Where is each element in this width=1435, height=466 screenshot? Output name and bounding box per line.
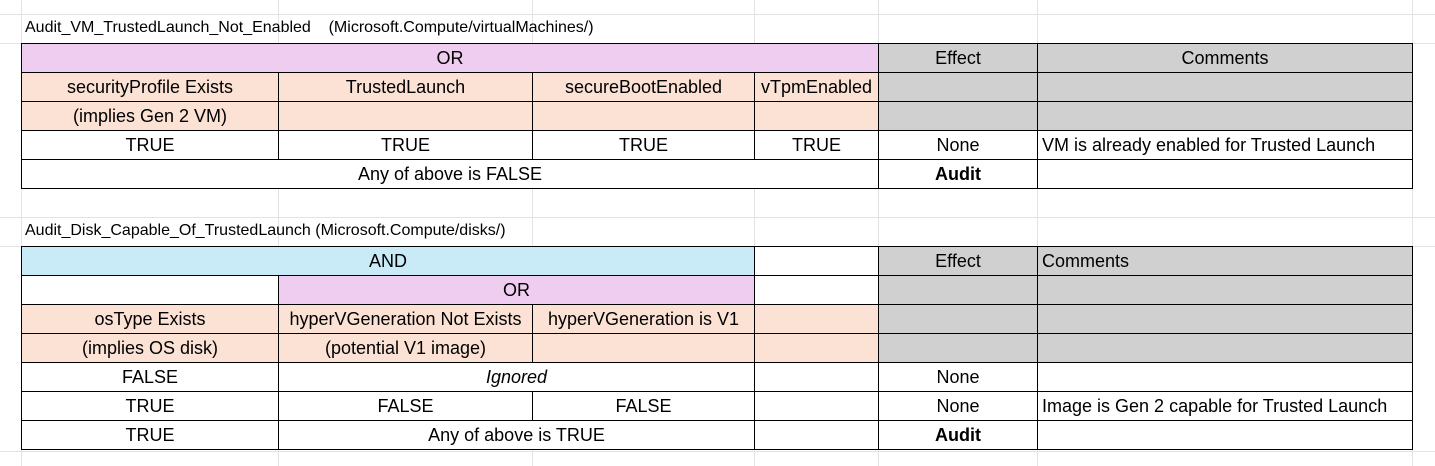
table1-r1-c2[interactable]: TRUE (279, 131, 533, 160)
table2-subcol-0[interactable]: (implies OS disk) (21, 334, 279, 363)
table2-blank-or-right[interactable] (755, 276, 879, 305)
table1-subcol-3[interactable] (755, 102, 879, 131)
table2-r2-effect[interactable]: None (879, 392, 1038, 421)
table2-r1-blank[interactable] (755, 363, 879, 392)
table1-subcol-0[interactable]: (implies Gen 2 VM) (21, 102, 279, 131)
table1-effect-blank-2[interactable] (879, 102, 1038, 131)
table2-r3-comment[interactable] (1038, 421, 1413, 450)
table1-title: Audit_VM_TrustedLaunch_Not_Enabled (Micr… (25, 19, 594, 36)
table2-comments-blank-1[interactable] (1038, 276, 1413, 305)
table2-subcol-1[interactable]: (potential V1 image) (279, 334, 533, 363)
table1-subcol-1[interactable] (279, 102, 533, 131)
table2-comments-blank-2[interactable] (1038, 305, 1413, 334)
table2-effect-blank-2[interactable] (879, 305, 1038, 334)
table1-r1-c4[interactable]: TRUE (755, 131, 879, 160)
table2-r3-merged[interactable]: Any of above is TRUE (279, 421, 755, 450)
table2-col-hyperv-not-exists[interactable]: hyperVGeneration Not Exists (279, 305, 533, 334)
table1-r2-effect[interactable]: Audit (879, 160, 1038, 189)
table2-effect-header[interactable]: Effect (879, 246, 1038, 276)
table2-title: Audit_Disk_Capable_Of_TrustedLaunch (Mic… (25, 222, 506, 239)
table2-r2-comment[interactable]: Image is Gen 2 capable for Trusted Launc… (1038, 392, 1413, 421)
table2-r3-first[interactable]: TRUE (21, 421, 279, 450)
table2-subcol-2[interactable] (533, 334, 755, 363)
table1-or-header[interactable]: OR (21, 43, 879, 73)
table1-col-security-profile[interactable]: securityProfile Exists (21, 73, 279, 102)
table2-subcol-3[interactable] (755, 334, 879, 363)
table1-comments-blank-2[interactable] (1038, 102, 1413, 131)
table2-r1-comment[interactable] (1038, 363, 1413, 392)
table2-r1-effect[interactable]: None (879, 363, 1038, 392)
table1-col-vtpm[interactable]: vTpmEnabled (755, 73, 879, 102)
table2-col-blank[interactable] (755, 305, 879, 334)
table2-effect-blank-3[interactable] (879, 334, 1038, 363)
table2-r1-merged[interactable]: Ignored (279, 363, 755, 392)
table1-col-secure-boot[interactable]: secureBootEnabled (533, 73, 755, 102)
table2-blank-header[interactable] (755, 246, 879, 276)
table1-effect-header[interactable]: Effect (879, 43, 1038, 73)
table1-r1-effect[interactable]: None (879, 131, 1038, 160)
table2-r2-c3[interactable]: FALSE (533, 392, 755, 421)
table1-comments-header[interactable]: Comments (1038, 43, 1413, 73)
table2-col-ostype[interactable]: osType Exists (21, 305, 279, 334)
table2-col-hyperv-v1[interactable]: hyperVGeneration is V1 (533, 305, 755, 334)
table2-blank-or-left[interactable] (21, 276, 279, 305)
table1-comments-blank[interactable] (1038, 73, 1413, 102)
table1-r1-c1[interactable]: TRUE (21, 131, 279, 160)
table1-r2-merged[interactable]: Any of above is FALSE (21, 160, 879, 189)
table2-and-header[interactable]: AND (21, 246, 755, 276)
table2-r1-first[interactable]: FALSE (21, 363, 279, 392)
table1-r1-comment[interactable]: VM is already enabled for Trusted Launch (1038, 131, 1413, 160)
table2-r2-first[interactable]: TRUE (21, 392, 279, 421)
table2-r2-c2[interactable]: FALSE (279, 392, 533, 421)
table1-col-trusted-launch[interactable]: TrustedLaunch (279, 73, 533, 102)
table2-r2-blank[interactable] (755, 392, 879, 421)
table2-comments-header[interactable]: Comments (1038, 246, 1413, 276)
table1-effect-blank[interactable] (879, 73, 1038, 102)
table2-effect-blank-1[interactable] (879, 276, 1038, 305)
table2-comments-blank-3[interactable] (1038, 334, 1413, 363)
table1-r1-c3[interactable]: TRUE (533, 131, 755, 160)
table1-subcol-2[interactable] (533, 102, 755, 131)
table1-r2-comment[interactable] (1038, 160, 1413, 189)
table2-or-header[interactable]: OR (279, 276, 755, 305)
table2-r3-effect[interactable]: Audit (879, 421, 1038, 450)
table2-r3-blank[interactable] (755, 421, 879, 450)
